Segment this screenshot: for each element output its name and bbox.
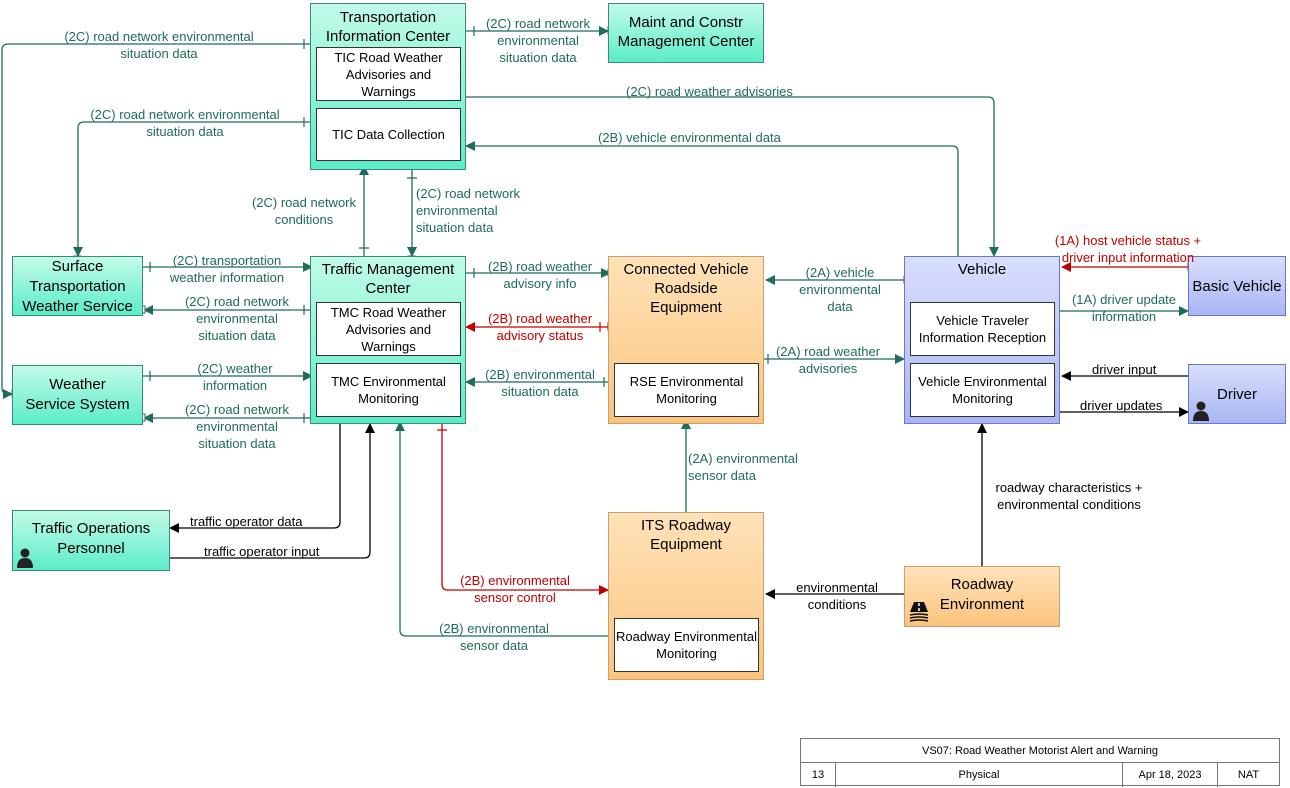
sub-tic-data-collection[interactable]: TIC Data Collection [316,108,461,161]
diagram-title: VS07: Road Weather Motorist Alert and Wa… [801,739,1279,763]
node-driver[interactable]: Driver [1188,364,1286,424]
sub-tmc-road-weather-advisories[interactable]: TMC Road Weather Advisories and Warnings [316,302,461,356]
title-block: VS07: Road Weather Motorist Alert and Wa… [800,738,1280,787]
road-icon [909,602,929,622]
flow-label-6: (2C) road network conditions [251,195,357,227]
view-type: Physical [836,763,1123,787]
node-roadway-environment[interactable]: Roadway Environment [904,566,1060,627]
node-title: Vehicle [957,261,1007,278]
sub-tmc-environmental-monitoring[interactable]: TMC Environmental Monitoring [316,363,461,417]
page-number: 13 [801,763,836,787]
sub-tic-road-weather-advisories[interactable]: TIC Road Weather Advisories and Warnings [316,47,461,101]
flow-line-24 [169,424,341,533]
flow-line-4 [462,96,999,257]
flow-label-11: (2C) road network environmental situatio… [184,402,290,451]
flow-line-3 [73,121,310,257]
person-icon [1193,401,1209,421]
diagram-date: Apr 18, 2023 [1123,763,1218,787]
flow-label-2: (2C) road network environmental situatio… [485,16,591,65]
flow-label-24: traffic operator data [190,514,303,529]
node-title: Surface Transportation Weather Service [22,258,133,315]
flow-label-17: (1A) host vehicle status + driver input … [1054,233,1202,265]
node-title: Roadway Environment [939,576,1025,613]
flow-label-23: environmental conditions [796,580,878,612]
flow-line-27 [395,421,614,637]
flow-label-5: (2B) vehicle environmental data [598,130,781,145]
node-title: Basic Vehicle [1192,278,1282,295]
flow-label-7: (2C) road network environmental situatio… [416,186,521,235]
node-title: Driver [1217,386,1257,403]
sub-rse-environmental-monitoring[interactable]: RSE Environmental Monitoring [614,363,759,417]
flow-line-5 [465,141,959,256]
flow-label-19: driver input [1092,362,1157,377]
flow-label-4: (2C) road weather advisories [626,84,793,99]
flow-label-27: (2B) environmental sensor data [439,621,549,653]
flow-label-9: (2C) road network environmental situatio… [184,294,290,343]
flow-label-16: (2A) road weather advisories [775,344,881,376]
node-title: Connected Vehicle Roadside Equipment [623,261,749,316]
node-traffic-operations-personnel[interactable]: Traffic Operations Personnel [12,510,170,571]
sub-roadway-environmental-monitoring[interactable]: Roadway Environmental Monitoring [614,618,759,672]
flow-label-1: (2C) road network environmental situatio… [64,29,254,61]
flow-label-10: (2C) weather information [197,361,273,393]
sub-vehicle-environmental-monitoring[interactable]: Vehicle Environmental Monitoring [910,363,1055,417]
flow-label-12: (2B) road weather advisory info [487,259,593,291]
flow-label-14: (2B) environmental situation data [485,367,595,399]
flow-label-8: (2C) transportation weather information [169,253,285,285]
node-title: Traffic Management Center [321,261,455,297]
flow-line-1 [1,43,310,399]
flow-label-13: (2B) road weather advisory status [487,311,593,343]
flow-label-3: (2C) road network environmental situatio… [90,107,280,139]
flow-label-15: (2A) vehicle environmental data [799,265,881,314]
node-title: Maint and Constr Management Center [617,14,755,50]
node-title: Weather Service System [25,376,130,413]
flow-line-26 [441,422,609,595]
owner: NAT [1237,769,1260,781]
node-title: Traffic Operations Personnel [31,520,151,557]
sub-vehicle-traveler-information-reception[interactable]: Vehicle Traveler Information Reception [910,302,1055,356]
node-surface-transportation-weather-service[interactable]: Surface Transportation Weather Service [12,256,143,316]
node-maint-constr-management-center[interactable]: Maint and Constr Management Center [608,3,764,63]
node-basic-vehicle[interactable]: Basic Vehicle [1188,256,1286,316]
flow-label-20: driver updates [1080,398,1163,413]
flow-label-21: (2A) environmental sensor data [688,451,798,483]
flow-label-18: (1A) driver update information [1071,292,1177,324]
node-title: Transportation Information Center [325,9,451,45]
flow-line-25 [170,423,375,559]
flow-label-22: roadway characteristics + environmental … [995,480,1143,512]
flow-label-25: traffic operator input [204,544,320,559]
node-title: ITS Roadway Equipment [640,517,732,553]
person-icon [17,548,33,568]
node-weather-service-system[interactable]: Weather Service System [12,365,143,425]
flow-label-26: (2B) environmental sensor control [460,573,570,605]
